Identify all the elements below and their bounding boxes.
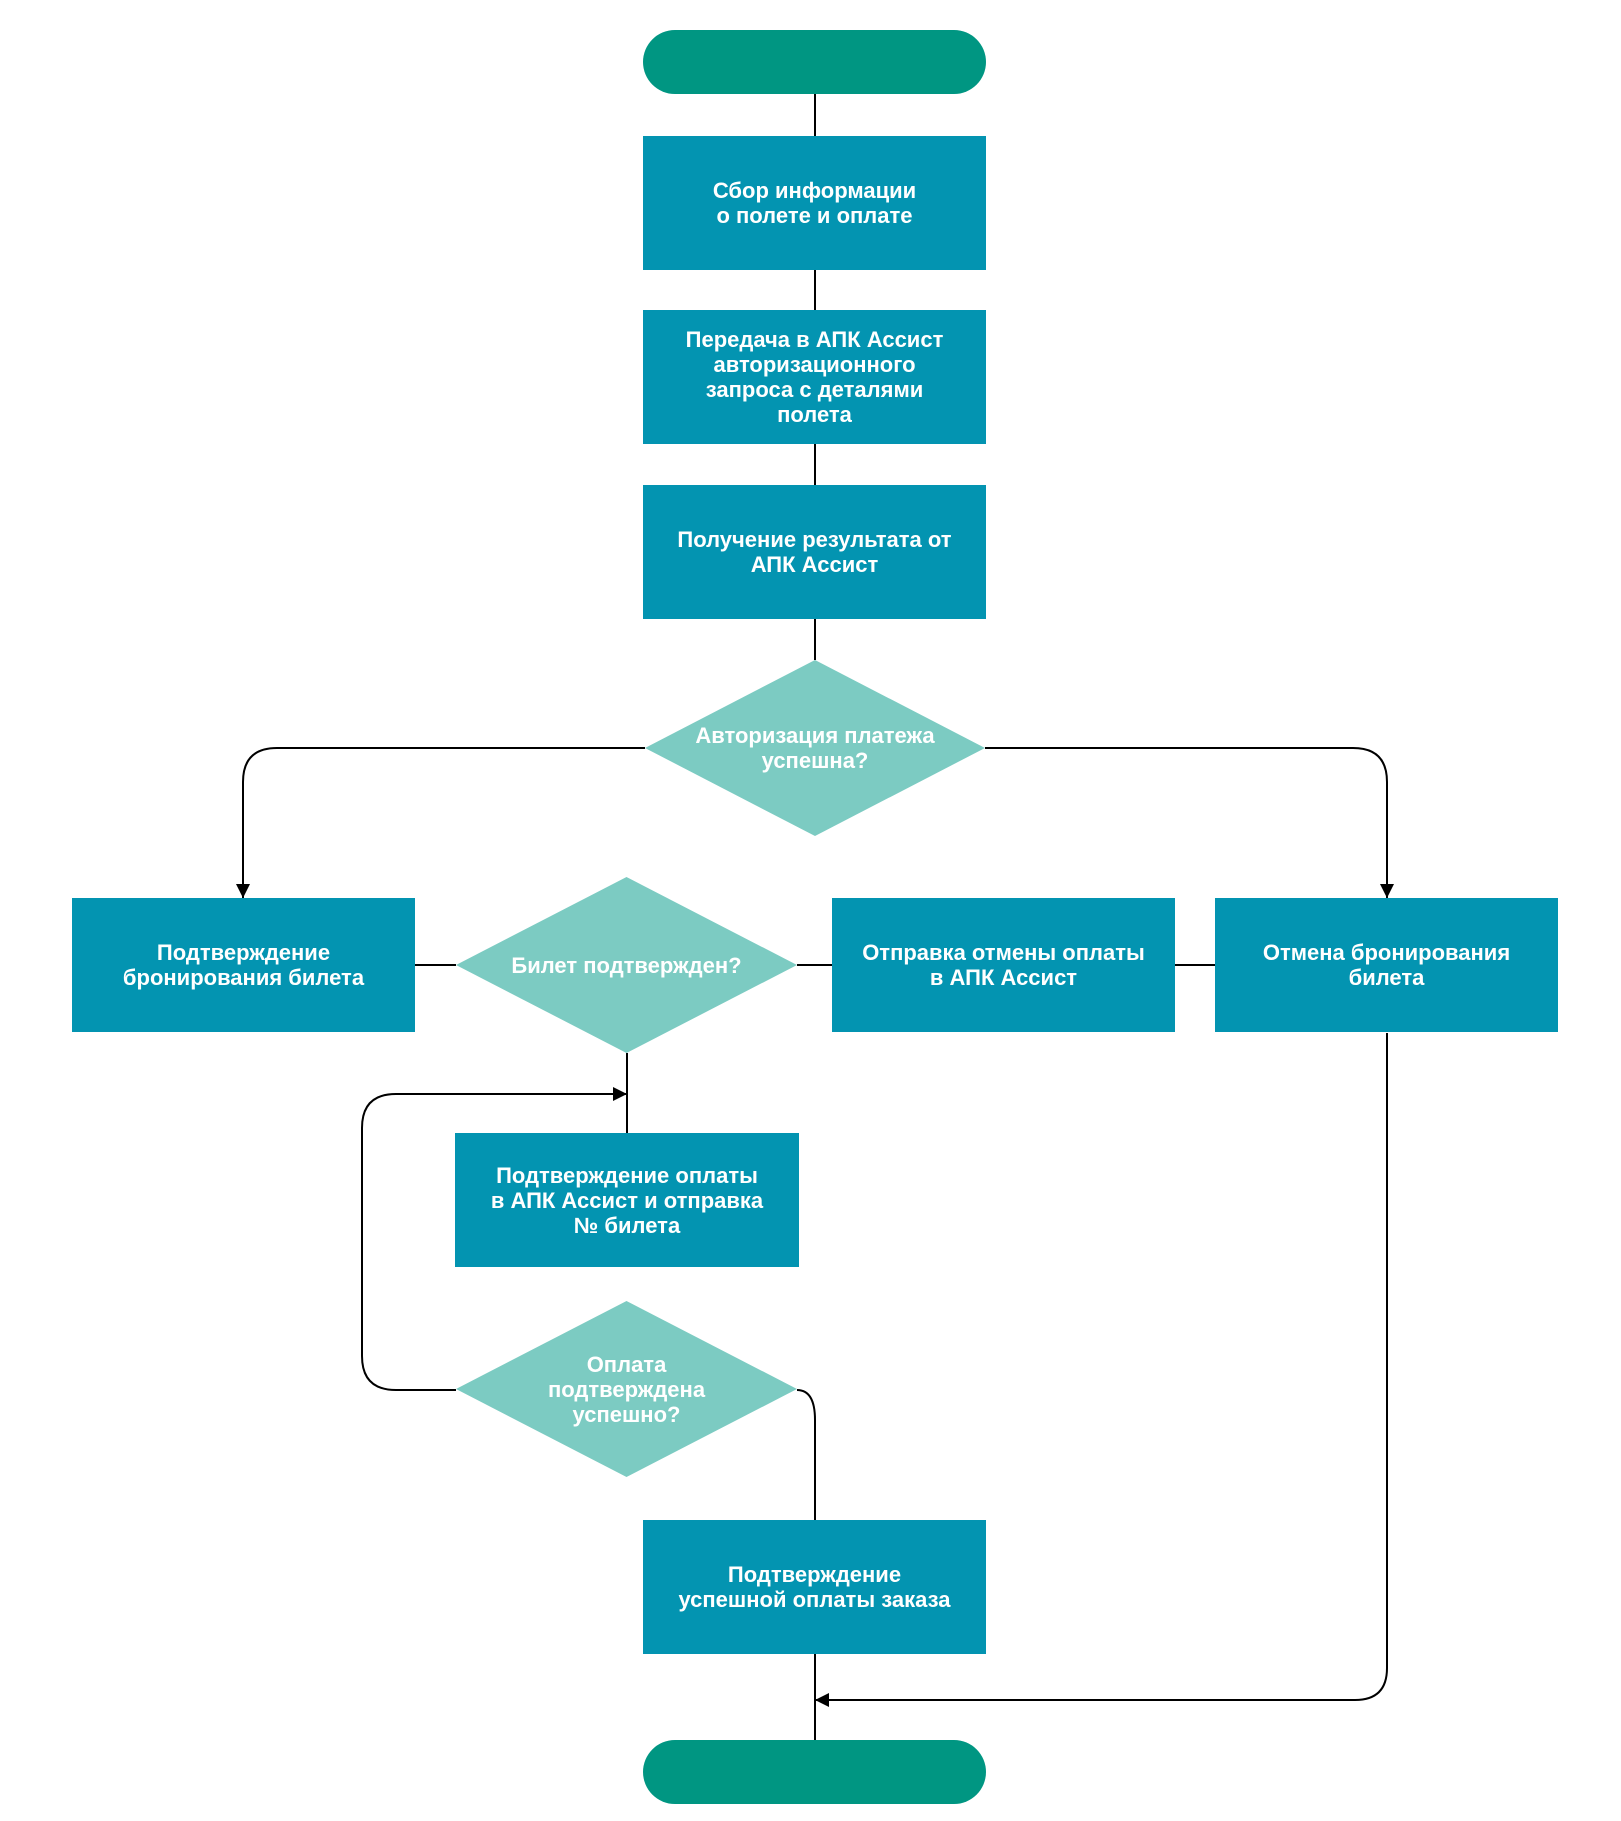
link-payment-success (796, 1389, 816, 1520)
link-cancel-booking-end (815, 1033, 1388, 1707)
transmit-request-step: Передача в АПК Ассист авторизационного з… (643, 310, 986, 444)
link-auth-confirm-booking (236, 747, 645, 898)
auth-decision-label: Авторизация платежа успешна? (695, 723, 935, 773)
start-terminator (643, 30, 986, 94)
auth-decision-diamond (645, 660, 985, 836)
payment-decision-diamond (456, 1301, 797, 1477)
auth-success-decision: Авторизация платежа успешна? (645, 660, 985, 836)
ticket-decision-diamond (456, 877, 797, 1053)
collect-info-step: Сбор информации о полете и оплате (643, 136, 986, 270)
end-terminator (643, 1740, 986, 1804)
cancel-booking-step: Отмена бронирования билета (1215, 898, 1558, 1032)
confirm-booking-step: Подтверждение бронирования билета (72, 898, 415, 1032)
link-retry-loop (361, 1087, 627, 1391)
ticket-decision-label: Билет подтвержден? (511, 952, 742, 978)
confirm-payment-step: Подтверждение оплаты в АПК Ассист и отпр… (455, 1133, 799, 1267)
send-cancel-step: Отправка отмены оплаты в АПК Ассист (832, 898, 1175, 1032)
link-auth-cancel-booking (985, 747, 1394, 898)
ticket-confirmed-decision: Билет подтвержден? (456, 877, 797, 1053)
payment-decision-label: Оплата подтверждена успешно? (547, 1351, 706, 1427)
payment-success-decision: Оплата подтверждена успешно? (456, 1301, 797, 1477)
confirm-success-step: Подтверждение успешной оплаты заказа (643, 1520, 986, 1654)
receive-result-step: Получение результата от АПК Ассист (643, 485, 986, 619)
